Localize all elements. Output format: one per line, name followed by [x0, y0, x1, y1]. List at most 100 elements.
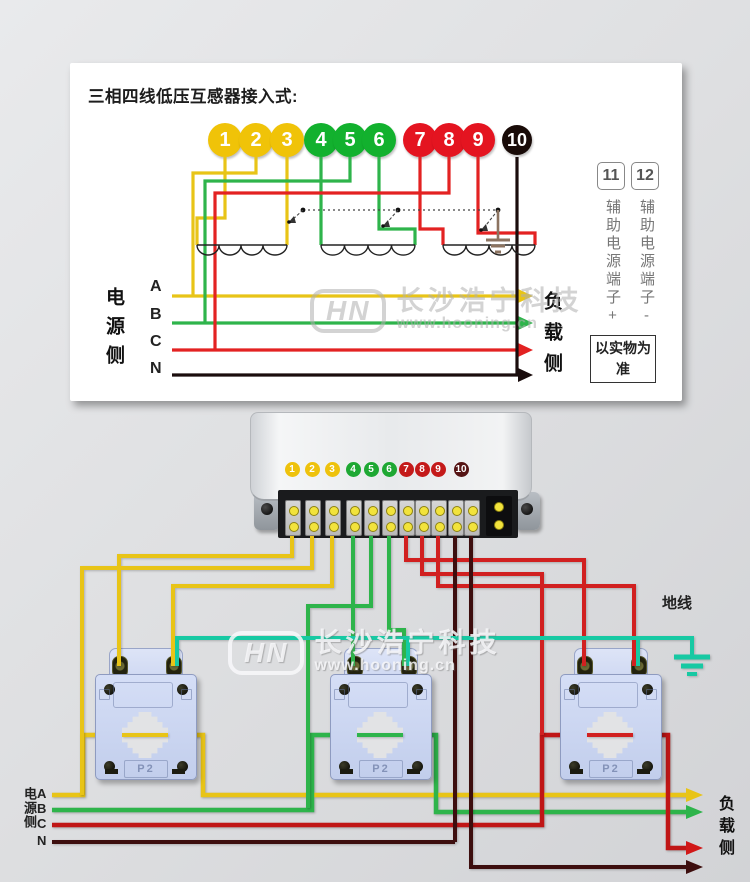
bottom-source-side-label: 电源侧: [22, 787, 37, 829]
ct-label-plate: [578, 682, 638, 708]
ct-side-square: [416, 689, 427, 700]
ct-label-plate: [348, 682, 408, 708]
terminal-block: [285, 500, 301, 536]
terminal-circle-4: 4: [304, 123, 338, 157]
load-arrow-c: [686, 841, 703, 855]
ct-side-square: [334, 689, 345, 700]
terminal-screw: [494, 502, 504, 512]
terminal-circle-2: 2: [239, 123, 273, 157]
terminal-screw: [434, 522, 445, 532]
ct-p2-label: P2: [589, 760, 633, 778]
aux-terminal-12-label: 辅助电源端子-: [638, 199, 655, 327]
phase-letter-A: A: [37, 786, 47, 801]
meter-dot-3: 3: [324, 462, 340, 477]
meter-dot-6: 6: [381, 462, 397, 477]
terminal-screw: [288, 522, 299, 532]
ct-p2-label: P2: [124, 760, 168, 778]
meter-dot-7: 7: [398, 462, 414, 477]
load-arrow-a: [686, 788, 703, 802]
terminal-circle-7: 7: [403, 123, 437, 157]
terminal-screw: [349, 522, 360, 532]
terminal-block: [382, 500, 398, 536]
aux-terminal-11-label: 辅助电源端子+: [604, 199, 621, 327]
note-box: 以实物为准: [590, 335, 656, 383]
meter-case: [250, 412, 532, 501]
terminal-block: [305, 500, 321, 536]
terminal-screw: [288, 506, 299, 516]
terminal-screw: [402, 506, 413, 516]
panel-source-side-label: 电源侧: [103, 287, 124, 374]
arrow-n: [518, 368, 533, 382]
terminal-screw: [434, 506, 445, 516]
ct-side-square: [564, 689, 575, 700]
phase-letter-N: N: [37, 833, 47, 848]
phase-letter-N: N: [150, 360, 162, 377]
terminal-block: [431, 500, 447, 536]
terminal-block: [448, 500, 464, 536]
schematic-neutral-wires: [172, 157, 519, 377]
load-arrow-b: [686, 805, 703, 819]
meter-dot-1: 1: [284, 462, 300, 477]
schematic-ground-symbol: [486, 210, 510, 254]
panel-title: 三相四线低压互感器接入式:: [88, 88, 298, 106]
ct-label-plate: [113, 682, 173, 708]
terminal-screw: [385, 522, 396, 532]
terminal-screw: [418, 522, 429, 532]
terminal-block: [325, 500, 341, 536]
bottom-load-side-label: 负载侧: [716, 795, 733, 861]
terminal-screw: [467, 522, 478, 532]
terminal-circle-5: 5: [333, 123, 367, 157]
meter-dot-9: 9: [430, 462, 446, 477]
terminal-screw: [308, 522, 319, 532]
terminal-circle-8: 8: [432, 123, 466, 157]
current-transformer-b: P2: [330, 648, 432, 780]
aux-terminal-11: 11: [597, 162, 625, 190]
current-transformer-a: P2: [95, 648, 197, 780]
terminal-screw: [328, 506, 339, 516]
ct-mark: [637, 769, 650, 774]
earth-link-dotted: [287, 207, 501, 232]
ear-bolt: [521, 503, 533, 515]
terminal-circle-10: 10: [502, 125, 532, 155]
schematic-red-wires: [172, 157, 537, 352]
meter-dot-2: 2: [304, 462, 320, 477]
aux-terminal-12: 12: [631, 162, 659, 190]
terminal-circle-1: 1: [208, 123, 242, 157]
phase-letter-C: C: [37, 816, 47, 831]
meter-dot-10: 10: [453, 462, 469, 477]
ct-coil-symbols: [196, 244, 536, 256]
schematic-green-wires: [172, 157, 518, 325]
ct-side-square: [646, 689, 657, 700]
ct-mark: [172, 769, 185, 774]
ct-p2-label: P2: [359, 760, 403, 778]
watermark-logo: HN: [228, 630, 305, 675]
meter-dot-4: 4: [345, 462, 361, 477]
meter-dot-8: 8: [414, 462, 430, 477]
ear-bolt: [261, 503, 273, 515]
ct-side-square: [99, 689, 110, 700]
ct-mark: [340, 769, 353, 774]
terminal-block: [464, 500, 480, 536]
current-transformer-c: P2: [560, 648, 662, 780]
terminal-screw: [451, 522, 462, 532]
terminal-screw: [451, 506, 462, 516]
terminal-screw: [367, 522, 378, 532]
terminal-block: [399, 500, 415, 536]
phase-letter-C: C: [150, 333, 162, 350]
terminal-screw: [385, 506, 396, 516]
terminal-circle-6: 6: [362, 123, 396, 157]
terminal-block: [415, 500, 431, 536]
terminal-circle-9: 9: [461, 123, 495, 157]
schematic-yellow-wires: [172, 157, 518, 298]
ct-mark: [407, 769, 420, 774]
arrow-b: [518, 316, 533, 330]
terminal-screw: [467, 506, 478, 516]
ground-wire-label: 地线: [662, 595, 693, 612]
watermark-logo: HN: [310, 288, 387, 333]
arrow-c: [518, 343, 533, 357]
panel-load-side-label: 负载侧: [541, 291, 562, 384]
ct-side-square: [181, 689, 192, 700]
terminal-screw: [494, 520, 504, 530]
terminal-screw: [367, 506, 378, 516]
